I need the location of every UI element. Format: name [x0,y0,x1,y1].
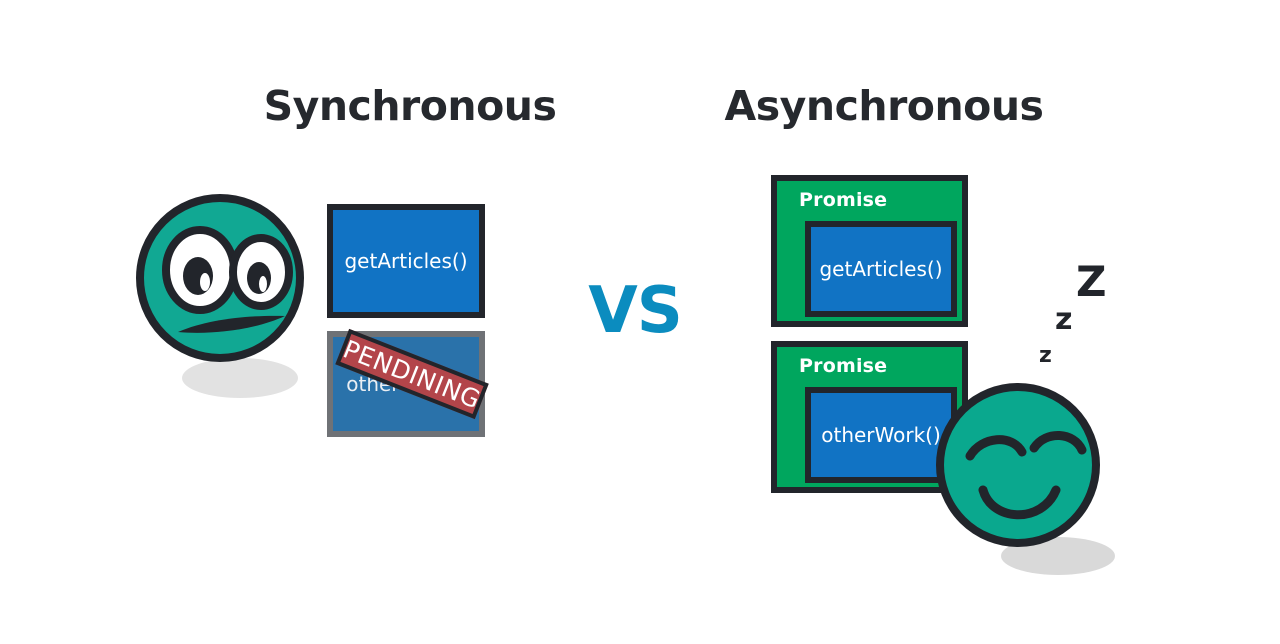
sleep-mark-small-icon: z [1039,343,1052,368]
page-title-asynchronous: Asynchronous [724,82,1044,130]
promise-container-label: Promise [799,355,888,377]
face-shadow-ellipse [182,358,298,398]
code-box-label: otherWork() [821,423,941,447]
right-pupil-highlight [259,276,267,292]
face-circle [936,383,1100,547]
code-box-label: getArticles() [819,257,943,281]
waiting-face-character [130,190,330,405]
promise-container-otherwork[interactable]: Promise otherWork() [771,341,968,493]
code-box-getarticles-sync[interactable]: getArticles() [327,204,485,318]
sleep-mark-medium-icon: z [1055,302,1073,337]
mouth-smile [978,485,1061,520]
code-box-getarticles-async[interactable]: getArticles() [805,221,957,317]
mouth-flat [178,315,285,333]
code-box-label: getArticles() [344,249,468,273]
left-pupil-highlight [200,273,210,291]
sleeping-face-character [930,380,1140,580]
page-title-synchronous: Synchronous [263,82,557,130]
right-pupil [247,262,271,294]
promise-container-label: Promise [799,189,888,211]
left-eye-closed [965,435,1027,461]
sleep-mark-large-icon: Z [1076,257,1107,306]
face-shadow-ellipse [1001,537,1115,575]
versus-label: VS [588,274,683,348]
promise-container-getarticles[interactable]: Promise getArticles() [771,175,968,327]
right-eye-closed [1029,431,1087,455]
